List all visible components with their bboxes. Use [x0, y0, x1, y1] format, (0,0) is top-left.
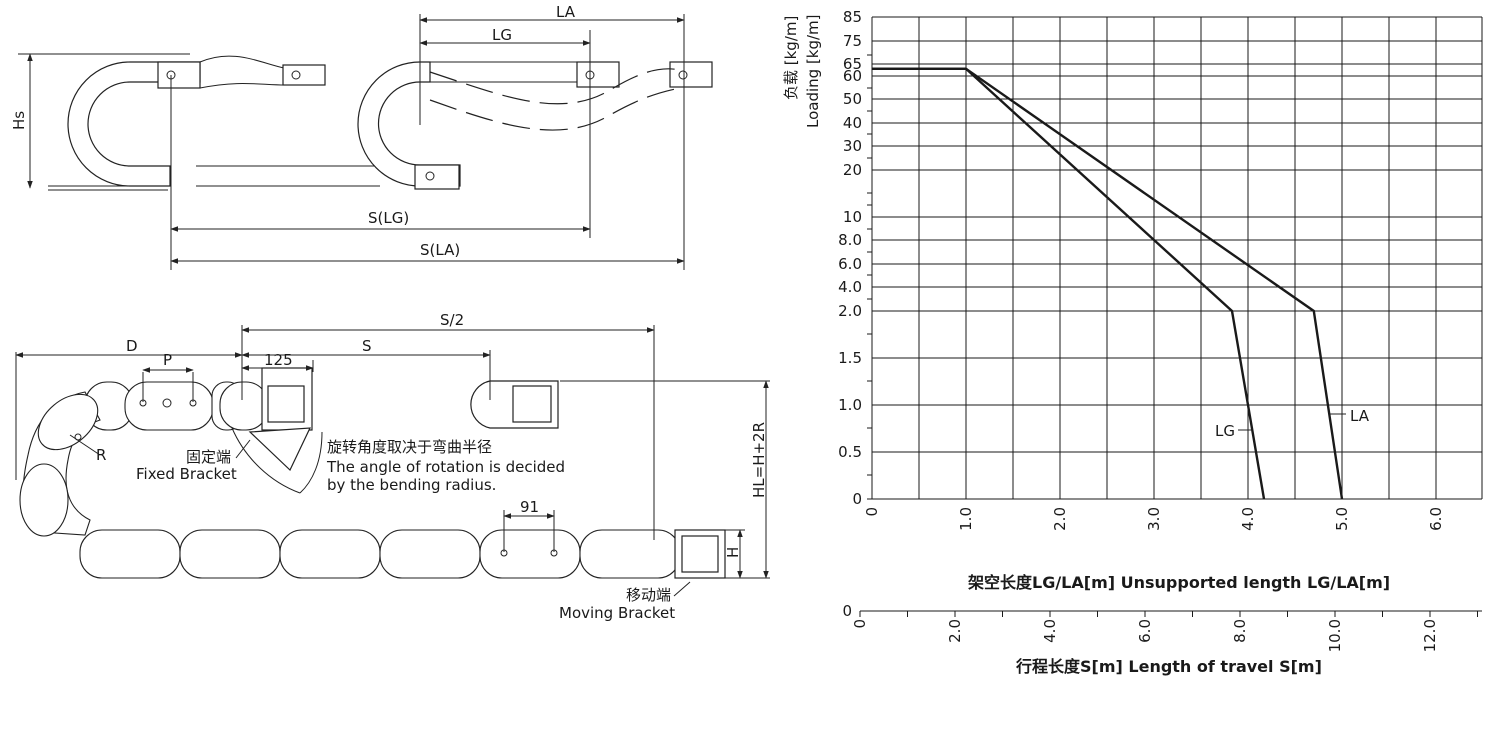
secondary-x-tick-label: 4.0 [1041, 619, 1059, 643]
x-tick-label: 5.0 [1333, 507, 1351, 531]
x-tick-label: 1.0 [957, 507, 975, 531]
chart-ylabel-cn: 负载 [kg/m] [782, 16, 800, 100]
y-tick-label: 4.0 [838, 278, 862, 296]
bend-chain-links [19, 391, 101, 537]
top-diagram: LA LG Hs S(LG) S(LA) [10, 3, 713, 270]
rotation-note-en2: by the bending radius. [327, 476, 496, 494]
hl-label: HL=H+2R [750, 422, 768, 498]
x-tick-label: 3.0 [1145, 507, 1163, 531]
chart-x-ticks: 0 1.0 2.0 3.0 4.0 5.0 6.0 [863, 507, 1445, 531]
chart-x2label: 行程长度S[m] Length of travel S[m] [1015, 657, 1322, 676]
upper-chain-links [84, 367, 313, 431]
y-tick-label: 50 [843, 90, 862, 108]
y-tick-label: 65 [843, 55, 862, 73]
chart-xlabel: 架空长度LG/LA[m] Unsupported length LG/LA[m] [967, 573, 1390, 592]
d-label: D [126, 337, 138, 355]
y-tick-label: 0.5 [838, 443, 862, 461]
y-tick-label: 0 [852, 490, 862, 508]
series-line-lg [872, 67, 1266, 500]
moving-bracket-cn: 移动端 [626, 586, 671, 604]
lower-chain-links [79, 529, 726, 579]
la-label: LA [556, 3, 576, 21]
y-tick-label: 85 [843, 8, 862, 26]
secondary-x-tick-label: 10.0 [1326, 619, 1344, 652]
y-tick-label: 30 [843, 137, 862, 155]
secondary-x-tick-label: 12.0 [1421, 619, 1439, 652]
secondary-x-tick-label: 8.0 [1231, 619, 1249, 643]
y-tick-label: 2.0 [838, 302, 862, 320]
moving-bracket-en: Moving Bracket [559, 604, 675, 622]
top-right-u-chain [357, 61, 713, 190]
y-tick-label: 10 [843, 208, 862, 226]
chart-series [872, 67, 1344, 500]
chart-grid [867, 16, 1483, 500]
moving-bracket-top [470, 380, 559, 429]
p-label: P [163, 351, 172, 369]
dim-125-label: 125 [264, 351, 293, 369]
series-la-label: LA [1350, 407, 1370, 425]
rotation-note-en1: The angle of rotation is decided [326, 458, 565, 476]
y-tick-label: 40 [843, 114, 862, 132]
fixed-bracket-rotated [248, 427, 311, 472]
secondary-x-tick-label: 0 [851, 619, 869, 629]
h-label: H [724, 547, 742, 558]
fixed-bracket-cn: 固定端 [186, 448, 231, 466]
x-tick-label: 2.0 [1051, 507, 1069, 531]
secondary-x-tick-label: 6.0 [1136, 619, 1154, 643]
y-tick-label: 6.0 [838, 255, 862, 273]
y-tick-label: 1.5 [838, 349, 862, 367]
dim-91-label: 91 [520, 498, 539, 516]
y-tick-label: 20 [843, 161, 862, 179]
s-label: S [362, 337, 372, 355]
lg-label: LG [492, 26, 512, 44]
y-tick-label: 60 [843, 67, 862, 85]
chart-ylabel-en: Loading [kg/m] [804, 14, 822, 128]
y-tick-label: 1.0 [838, 396, 862, 414]
series-line-la [872, 67, 1344, 500]
x-tick-label: 6.0 [1427, 507, 1445, 531]
s-lg-label: S(LG) [368, 209, 409, 227]
rotation-note-cn: 旋转角度取决于弯曲半径 [327, 438, 492, 456]
fixed-bracket-en: Fixed Bracket [136, 465, 237, 483]
s-la-label: S(LA) [420, 241, 460, 259]
chart-secondary-axis: 00 2.0 4.0 6.0 8.0 10.0 12.0 [842, 602, 1482, 652]
x-tick-label: 0 [863, 507, 881, 517]
r-label: R [96, 446, 106, 464]
hs-label: Hs [10, 111, 28, 130]
y-tick-label: 75 [843, 32, 862, 50]
top-left-u-chain [48, 55, 380, 191]
s-half-label: S/2 [440, 311, 464, 329]
secondary-axis-zero: 0 [842, 602, 852, 620]
secondary-x-tick-label: 2.0 [946, 619, 964, 643]
bottom-diagram: S/2 D P 125 S R 91 H HL=H+2R 固定端 Fixed B… [15, 311, 770, 622]
series-lg-label: LG [1215, 422, 1235, 440]
x-tick-label: 4.0 [1239, 507, 1257, 531]
y-tick-label: 8.0 [838, 231, 862, 249]
